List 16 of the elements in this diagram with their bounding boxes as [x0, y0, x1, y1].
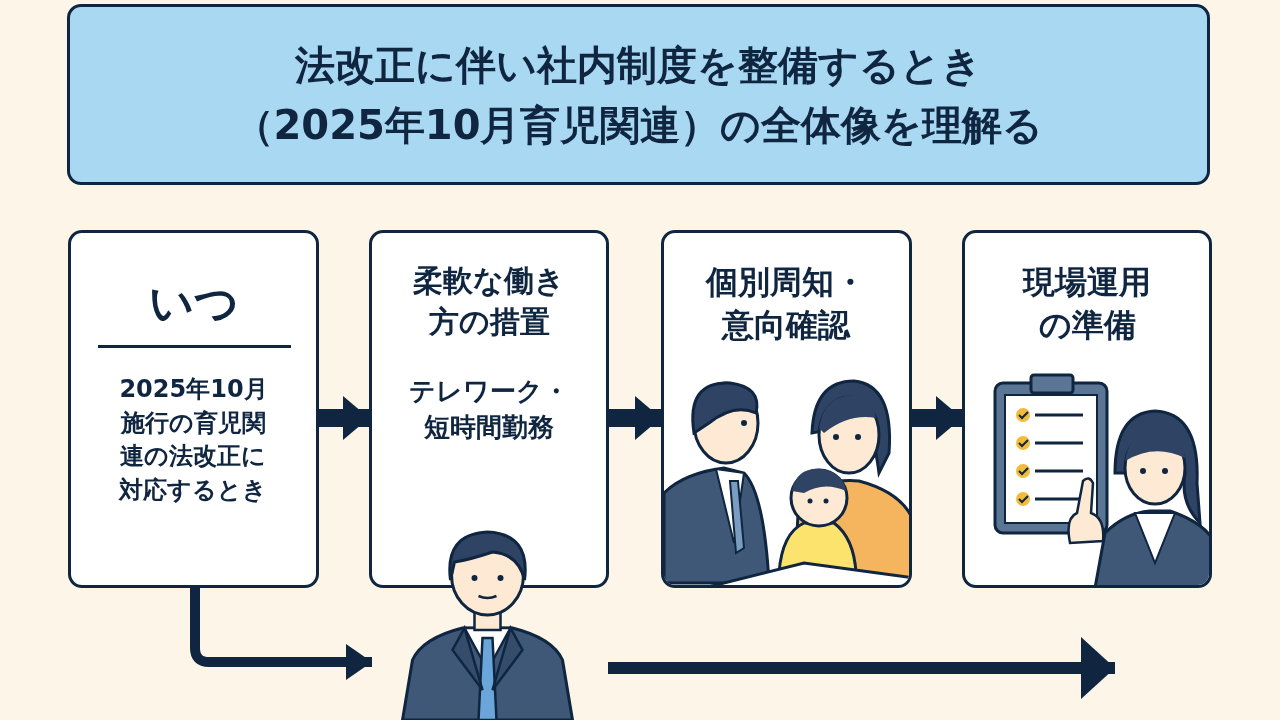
- arrow: [319, 396, 369, 440]
- arrow: [608, 637, 1115, 699]
- step-description: 2025年10月施行の育児関連の法改正に対応するとき: [119, 374, 268, 506]
- step-heading: 柔軟な働き方の措置: [412, 262, 566, 341]
- step-description: テレワーク・短時間勤務: [408, 375, 570, 445]
- step-card: [68, 230, 319, 588]
- step-heading: 現場運用の準備: [1021, 262, 1152, 347]
- title-text: 法改正に伴い社内制度を整備するとき（2025年10月育児関連）の全体像を理解る: [232, 40, 1045, 150]
- step-card: [369, 230, 609, 588]
- step-heading: いつ: [147, 276, 240, 330]
- step-heading: 個別周知・意向確認: [704, 262, 868, 347]
- arrow: [609, 396, 661, 440]
- step-card: [661, 230, 912, 588]
- arrow: [190, 588, 372, 680]
- step-card: [962, 230, 1212, 588]
- arrow: [912, 396, 962, 440]
